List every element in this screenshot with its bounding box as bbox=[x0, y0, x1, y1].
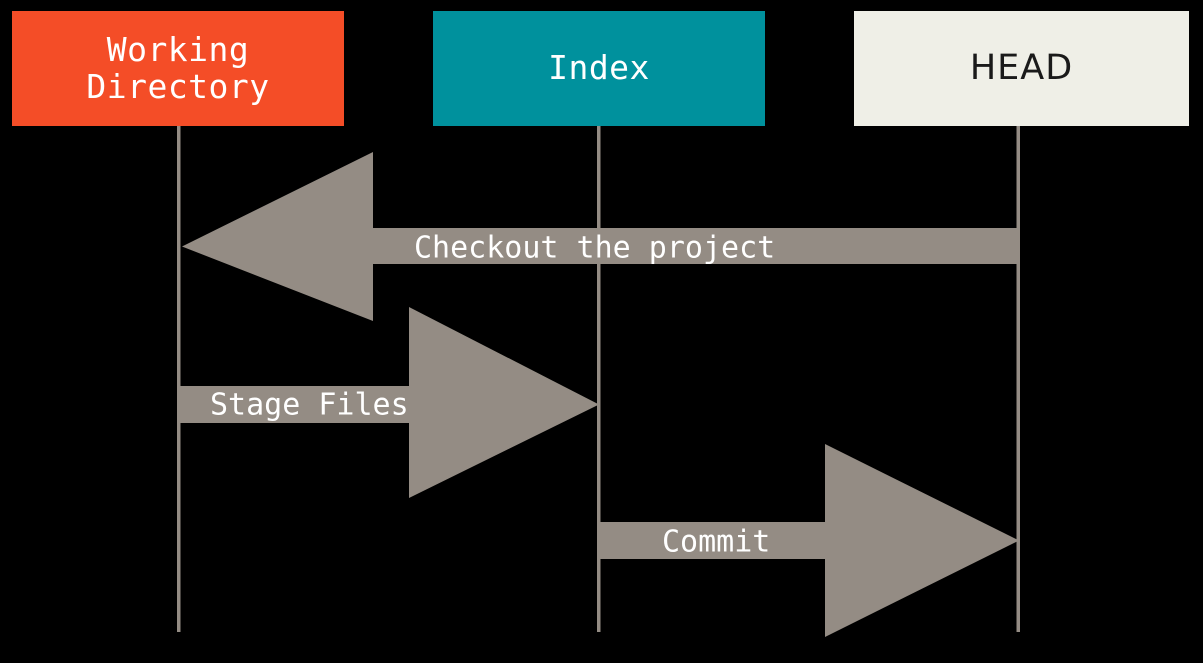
node-head-label: HEAD bbox=[969, 47, 1074, 88]
node-index-label: Index bbox=[548, 48, 650, 88]
node-working-directory-label: Working Directory bbox=[86, 29, 270, 106]
arrow-stage bbox=[179, 307, 599, 498]
lifeline-head bbox=[1016, 126, 1020, 632]
arrow-stage-shaft bbox=[179, 386, 412, 423]
node-head[interactable]: HEAD bbox=[854, 11, 1189, 126]
arrow-checkout-shaft bbox=[371, 228, 1019, 264]
arrow-commit-shaft bbox=[599, 522, 829, 559]
arrow-commit-head bbox=[825, 444, 1019, 637]
arrow-commit bbox=[599, 444, 1019, 637]
arrow-checkout-head bbox=[182, 152, 373, 321]
lifeline-index bbox=[597, 126, 601, 632]
node-working-directory[interactable]: Working Directory bbox=[12, 11, 344, 126]
arrow-checkout bbox=[182, 152, 1019, 321]
lifeline-working-directory bbox=[177, 126, 181, 632]
node-index[interactable]: Index bbox=[433, 11, 765, 126]
arrow-stage-head bbox=[409, 307, 599, 498]
